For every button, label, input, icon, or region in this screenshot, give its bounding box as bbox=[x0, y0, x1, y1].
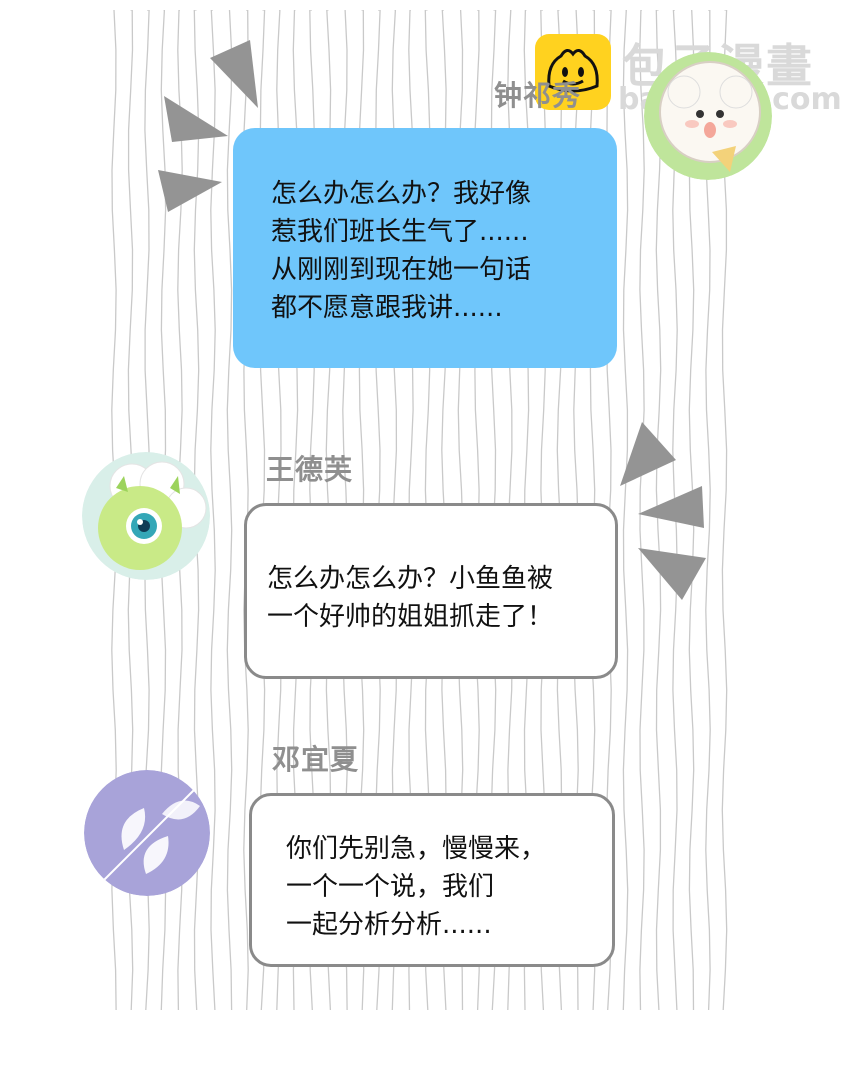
speaker-name: 王德芙 bbox=[266, 453, 354, 486]
bubble-text-line: 一个好帅的姐姐抓走了！ bbox=[267, 602, 554, 632]
wavy-line bbox=[226, 10, 233, 1011]
bubble-text-line: 一起分析分析...... bbox=[286, 910, 492, 940]
wavy-line bbox=[210, 10, 216, 1011]
chat-bubble: 怎么办怎么办？小鱼鱼被 一个好帅的姐姐抓走了！ bbox=[244, 503, 618, 679]
bubble-text-line: 都不愿意跟我讲...... bbox=[271, 293, 503, 323]
burst-accent-top-left bbox=[158, 40, 258, 212]
speaker-name: 邓宜夏 bbox=[272, 743, 360, 776]
bubble-text-line: 从刚刚到现在她一句话 bbox=[271, 255, 532, 285]
bubble-text-line: 你们先别急，慢慢来， bbox=[286, 834, 547, 864]
bubble-text-line: 一个一个说，我们 bbox=[286, 872, 495, 902]
bubble-text-line: 惹我们班长生气了...... bbox=[271, 217, 529, 247]
wavy-line bbox=[639, 10, 645, 1011]
chat-bubble: 怎么办怎么办？我好像 惹我们班长生气了...... 从刚刚到现在她一句话 都不愿… bbox=[233, 128, 617, 368]
chat-bubble: 你们先别急，慢慢来， 一个一个说，我们 一起分析分析...... bbox=[249, 793, 615, 967]
speaker-name: 钟祁秀 bbox=[494, 79, 582, 112]
bubble-text-line: 怎么办怎么办？小鱼鱼被 bbox=[267, 564, 554, 594]
avatar-zhong-sheep bbox=[644, 52, 772, 180]
avatar-deng-leaves bbox=[84, 770, 210, 896]
baozi-logo-icon bbox=[535, 34, 611, 110]
bubble-text-line: 怎么办怎么办？我好像 bbox=[271, 179, 532, 209]
avatar-wang-monster bbox=[82, 452, 210, 580]
burst-accent-right bbox=[620, 422, 706, 600]
wavy-line bbox=[622, 10, 629, 1011]
